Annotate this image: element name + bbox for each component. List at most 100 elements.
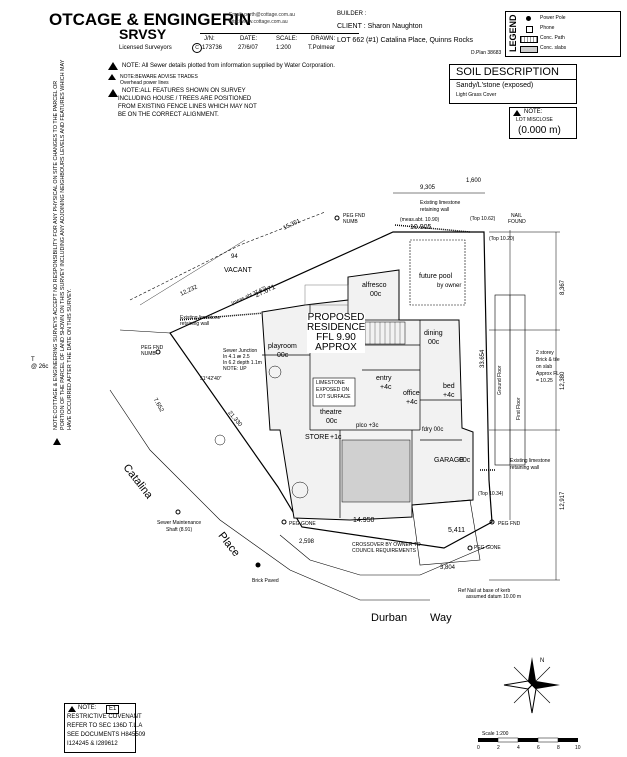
dim-right-lower: 12,917 [560, 491, 566, 510]
room-garage: GARAGE [434, 457, 464, 464]
restrictive-l4: I124245 & I289612 [67, 741, 118, 747]
dim-bottom-sm: 2,598 [299, 539, 315, 545]
contact-email: Email: perth@cottage.com.au [229, 12, 295, 18]
top-1034: (Top 10.34) [478, 491, 504, 497]
room-dining: dining [424, 330, 443, 337]
approx-fl-val: = 10.25 [536, 378, 553, 384]
deposited-plan: D.Plan 38683 [471, 50, 502, 56]
pool-area [409, 239, 466, 306]
on-slab: on slab [536, 364, 553, 370]
crossover [411, 499, 481, 566]
north-arrow-icon [503, 657, 560, 714]
features-note-l3: FROM EXISTING FENCE LINES WHICH MAY NOT [118, 104, 257, 110]
features-note-l1: NOTE:ALL FEATURES SHOWN ON SURVEY [122, 88, 246, 94]
dim-bottom-front: 14.950 [353, 517, 375, 524]
room-entry-level: +4c [380, 384, 392, 391]
street-way: Way [430, 612, 452, 624]
room-bed: bed [443, 383, 455, 390]
warning-icon [68, 706, 76, 712]
proposed-l1: PROPOSED [307, 312, 365, 323]
proposed-approx: APPROX [315, 342, 357, 353]
crossover-note: CROSSOVER BY OWNER TO [352, 542, 421, 548]
room-theatre-level: 00c [326, 418, 338, 425]
limestone-exposed-1: LIMESTONE [316, 380, 345, 386]
power-pole-icon [526, 16, 531, 21]
room-playroom-level: 00c [277, 352, 289, 359]
scale-label: Scale 1:200 [482, 731, 509, 737]
porch [304, 284, 349, 306]
neighbour-boundary [129, 211, 326, 301]
misclose-label2: LOT MISCLOSE [516, 117, 553, 123]
restrictive-l1: RESTRICTIVE COVENANT [67, 714, 142, 720]
dim-bottom-right: 5,411 [448, 527, 465, 534]
scale-label: SCALE: [276, 36, 298, 42]
ref-nail: Ref Nail at base of kerb [458, 588, 511, 594]
scale-tick-10: 10 [575, 745, 581, 751]
peg-icon [281, 519, 287, 525]
brick-paved: Brick Paved [252, 578, 279, 584]
client-name: CLIENT : Sharon Naughton [337, 23, 423, 30]
nail-found: NAIL [511, 213, 523, 219]
top-1020: (Top 10.20) [489, 236, 515, 242]
existing-limestone-top: Existing limestone [420, 200, 461, 206]
sewer-junction-2: In 4.1 æ 2.5 [223, 354, 250, 360]
copyright-icon: C [192, 43, 202, 53]
peg-icon [155, 349, 161, 355]
room-store: STORE [305, 434, 329, 441]
peg-fnd-left: PEG FND [141, 345, 164, 351]
exist-right-limestone: Existing limestone [510, 458, 551, 464]
features-note-l2: INCLUDING HOUSE / TREES ARE POSITIONED [118, 96, 252, 102]
sewer-note-text: NOTE: All Sewer details plotted from inf… [122, 63, 335, 69]
diag-dimension [139, 239, 246, 306]
proposed-residence-label: PROPOSED RESIDENCE FFL 9.90 APPROX [307, 313, 365, 353]
room-alfresco-level: 00c [370, 291, 382, 298]
warning-icon [53, 438, 61, 445]
soil-rule [450, 79, 576, 80]
scale-bar [478, 737, 578, 743]
company-name: OTCAGE & ENGINGERIN [49, 10, 252, 29]
north-label: N [540, 658, 545, 664]
room-office: office [403, 390, 420, 397]
scale-tick-2: 2 [497, 745, 500, 751]
peg-gone-right: PEG GONE [474, 545, 501, 551]
licensed-surveyors: Licensed Surveyors [119, 45, 172, 51]
dim-top-width: 9,305 [420, 185, 436, 191]
angle-label: 51°42'40" [200, 376, 222, 382]
restrictive-covenant-box: NOTE: E1 RESTRICTIVE COVENANT REFER TO S… [64, 703, 145, 753]
legend-conc-slab: Conc. slabs [540, 45, 567, 51]
features-note-l4: BE ON THE CORRECT ALIGNMENT. [118, 112, 219, 118]
room-plco: plco +3c [356, 423, 379, 429]
scale-tick-0: 0 [477, 745, 480, 751]
limestone-box [312, 377, 356, 407]
sewer-junction-4: NOTE: UP [223, 366, 247, 372]
restrictive-l3: SEE DOCUMENTS H845509 [67, 732, 146, 738]
numb-top: NUMB [343, 219, 358, 225]
jn-value: 173736 [202, 45, 223, 51]
scale-tick-4: 4 [517, 745, 520, 751]
retaining-wall-top: retaining wall [420, 207, 450, 213]
peg-icon [489, 519, 495, 525]
warning-icon [108, 89, 118, 97]
two-storey: 2 storey [536, 350, 554, 356]
retaining-wall-left: retaining wall [180, 321, 210, 327]
retaining-wall [394, 224, 471, 233]
assumed-datum: assumed datum 10.00 m [466, 594, 522, 600]
sewer-shaft: Shaft (8.91) [166, 527, 193, 533]
scale-value: 1:200 [276, 45, 292, 51]
legend-conc-path: Conc. Path [540, 35, 565, 41]
tree-icon [214, 434, 226, 446]
restrictive-title: NOTE: [78, 705, 97, 711]
dim-frontage: 3,804 [440, 565, 456, 571]
room-dining-level: 00c [428, 339, 440, 346]
peg-icon [467, 545, 473, 551]
vacant-label: VACANT [224, 267, 252, 274]
misclose-label: NOTE: [524, 109, 543, 115]
room-fdry: fdry 00c [422, 427, 444, 433]
room-store-level: +1c [330, 434, 342, 441]
sewer-maintenance: Sewer Maintenance [157, 520, 202, 526]
top-1090: (meas.abt. 10.90) [400, 217, 440, 223]
nail-found-2: FOUND [508, 219, 526, 225]
drawn-value: T.Polmear [308, 45, 336, 51]
paved-area [341, 439, 411, 503]
